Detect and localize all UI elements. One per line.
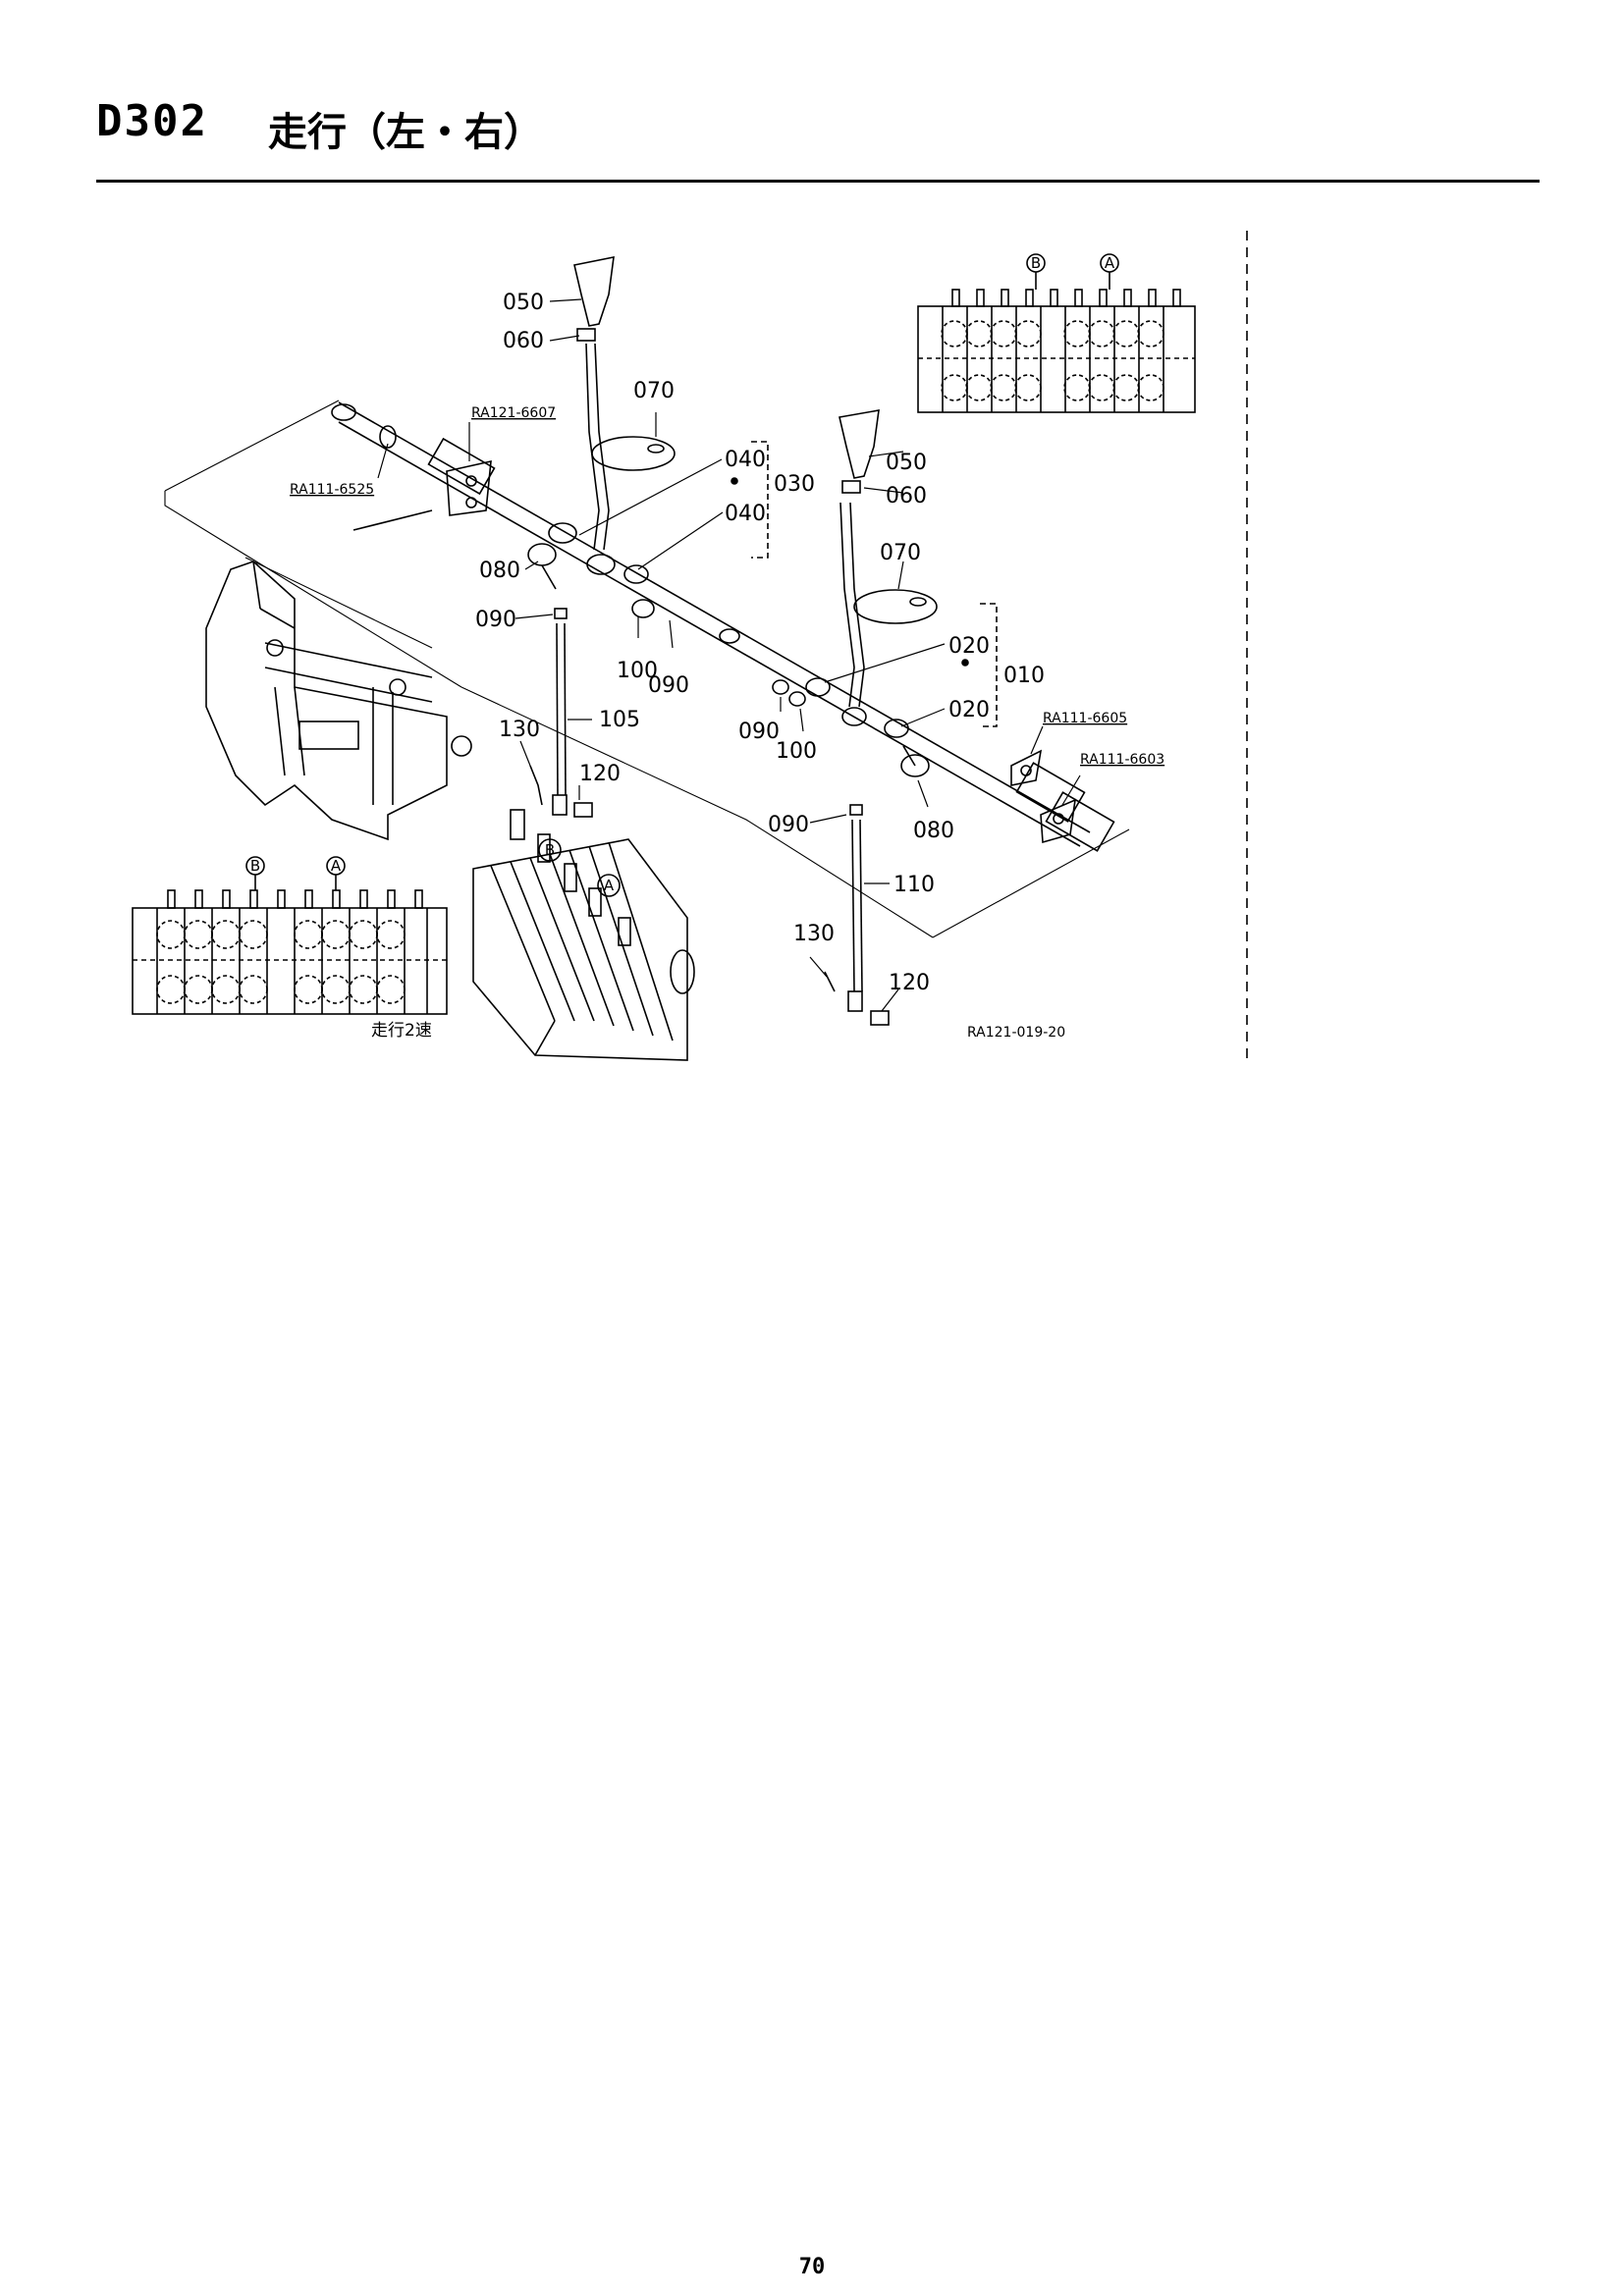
callout-020-top: 020 bbox=[948, 634, 990, 659]
callout-020-bottom: 020 bbox=[948, 698, 990, 722]
shaft-bushings bbox=[548, 477, 969, 738]
callout-100-right: 100 bbox=[776, 739, 817, 764]
callout-030: 030 bbox=[774, 472, 815, 497]
callout-040-bottom: 040 bbox=[725, 502, 766, 526]
header-rule bbox=[96, 180, 1540, 183]
control-valve-body bbox=[472, 809, 695, 1061]
mark-top-b: B bbox=[1031, 254, 1041, 272]
push-rods bbox=[529, 608, 890, 1026]
left-lever-assembly bbox=[573, 255, 676, 551]
section-code: D302 bbox=[96, 96, 208, 146]
callout-130-left: 130 bbox=[499, 718, 540, 742]
ref-ra111-6525: RA111-6525 bbox=[290, 482, 374, 498]
leader-lines bbox=[377, 298, 1081, 1012]
callout-100-left: 100 bbox=[617, 659, 658, 683]
callout-090-left-b: 090 bbox=[648, 673, 689, 698]
callout-090-right-a: 090 bbox=[738, 720, 780, 744]
section-title: 走行（左・右） bbox=[268, 110, 543, 155]
callout-010: 010 bbox=[1003, 664, 1045, 688]
callout-050-left: 050 bbox=[503, 291, 544, 315]
callout-120-left: 120 bbox=[579, 762, 621, 786]
page-number: 70 bbox=[798, 2255, 826, 2279]
valve-block-top-right bbox=[917, 253, 1196, 413]
callout-050-right: 050 bbox=[886, 451, 927, 475]
ref-ra111-6603: RA111-6603 bbox=[1080, 752, 1164, 768]
callout-090-left-a: 090 bbox=[475, 608, 516, 632]
callout-060-left: 060 bbox=[503, 329, 544, 353]
reference-plane bbox=[164, 400, 1130, 938]
page-header: D302 走行（左・右） bbox=[96, 96, 1540, 185]
right-link-plates bbox=[1010, 749, 1076, 844]
figure-id: RA121-019-20 bbox=[967, 1025, 1065, 1041]
left-link-plates bbox=[379, 425, 492, 516]
ref-ra121-6607: RA121-6607 bbox=[471, 405, 556, 421]
callout-labels: 050 060 070 040 030 040 080 090 100 090 … bbox=[475, 291, 1045, 995]
reference-labels: RA121-6607 RA111-6525 RA111-6605 RA111-6… bbox=[290, 405, 1164, 1041]
mark-top-a: A bbox=[1105, 254, 1115, 272]
callout-040-top: 040 bbox=[725, 448, 766, 472]
callout-110: 110 bbox=[893, 873, 935, 897]
callout-120-right: 120 bbox=[889, 971, 930, 995]
callout-060-right: 060 bbox=[886, 484, 927, 508]
callout-130-right: 130 bbox=[793, 922, 835, 946]
right-lever-assembly bbox=[839, 409, 938, 708]
parts-diagram: 050 060 070 040 030 040 080 090 100 090 … bbox=[132, 231, 1248, 1061]
port-marks: B A B A B A bbox=[250, 254, 1115, 894]
machine-frame bbox=[205, 509, 472, 841]
mark-left-a: A bbox=[331, 857, 342, 875]
rod-end-joints bbox=[527, 543, 930, 777]
group-brackets bbox=[751, 441, 998, 727]
mark-body-b: B bbox=[545, 841, 555, 859]
callout-105: 105 bbox=[599, 708, 640, 732]
ref-ra111-6605: RA111-6605 bbox=[1043, 711, 1127, 726]
valve-caption: 走行2速 bbox=[371, 1021, 432, 1041]
valve-block-bottom-left bbox=[132, 856, 448, 1015]
callout-070-left: 070 bbox=[633, 379, 675, 403]
callout-070-right: 070 bbox=[880, 541, 921, 565]
callout-080-right: 080 bbox=[913, 819, 954, 843]
mark-left-b: B bbox=[250, 857, 260, 875]
callout-080-left: 080 bbox=[479, 559, 520, 583]
callout-090-right-b: 090 bbox=[768, 813, 809, 837]
mark-body-a: A bbox=[604, 877, 615, 894]
